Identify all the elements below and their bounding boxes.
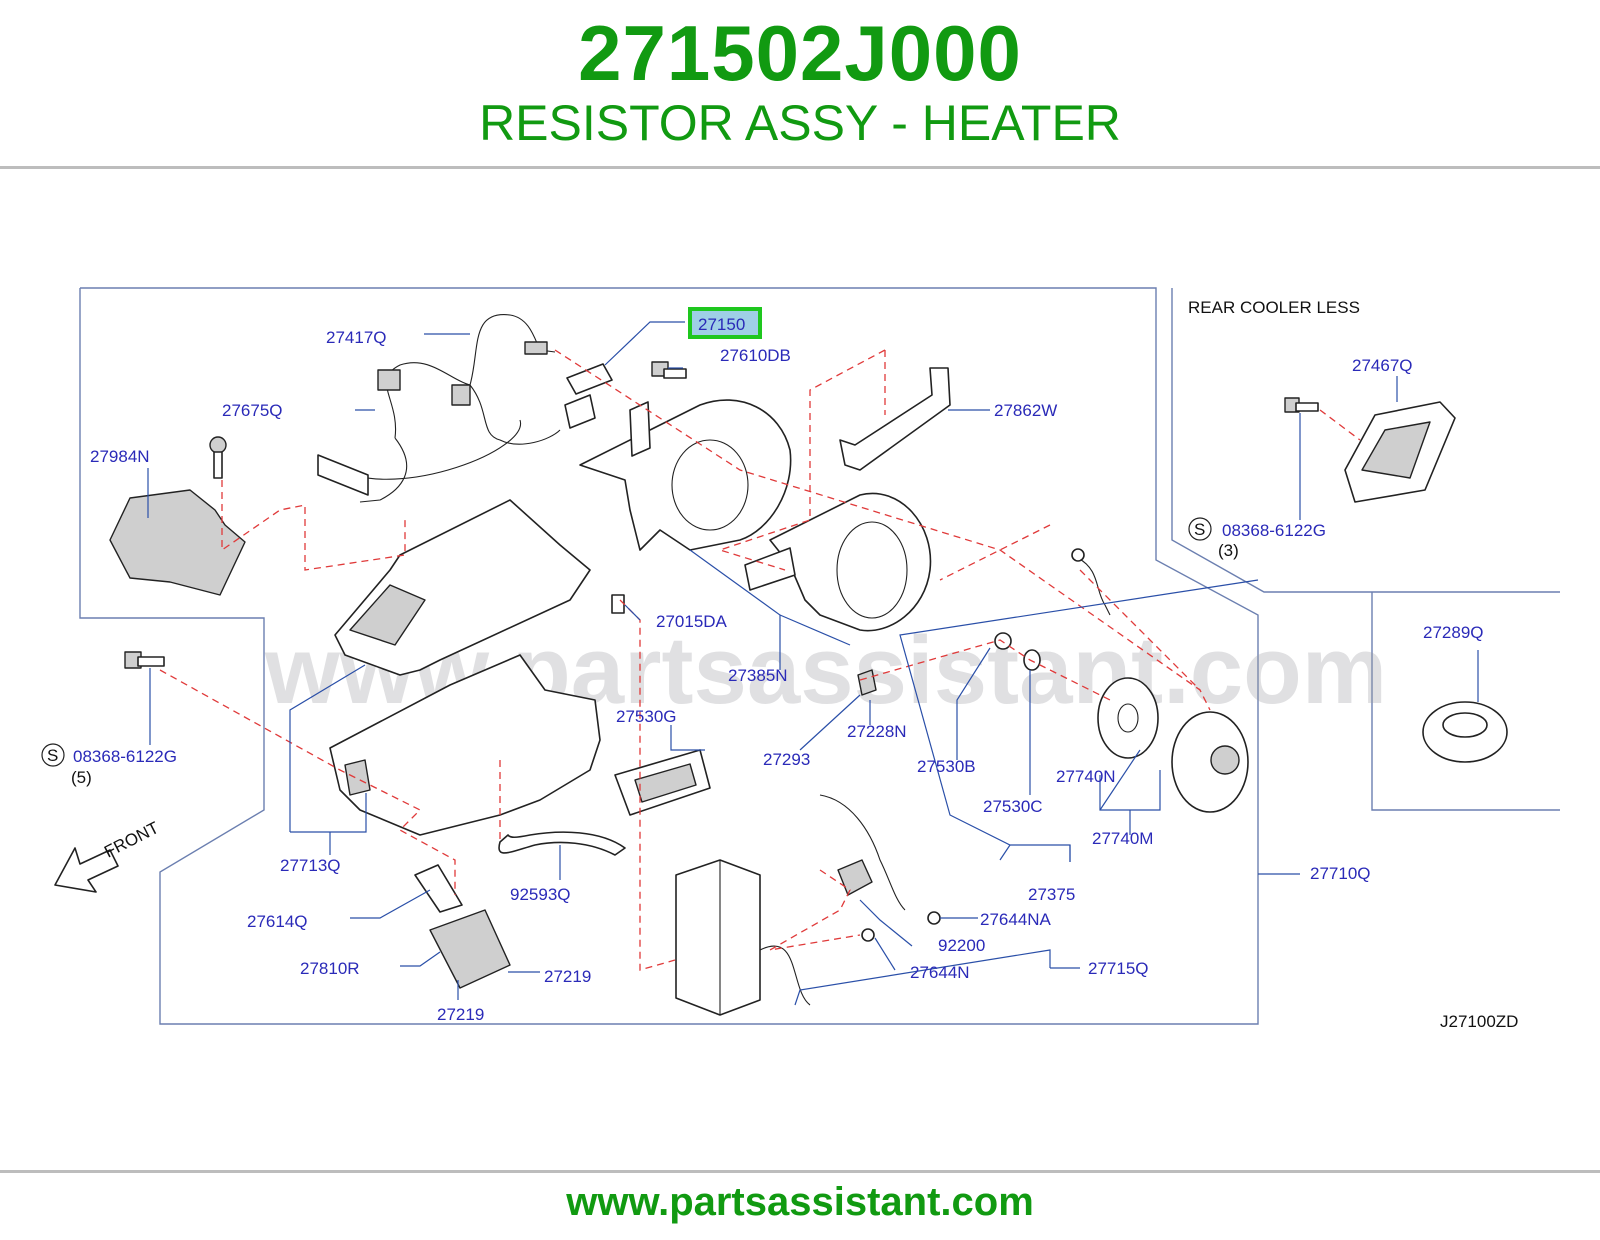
washer-27530c-drawing <box>1023 649 1041 671</box>
rear-cooler-less-box <box>1171 288 1560 593</box>
blower-lower-case <box>769 492 932 632</box>
bracket-27862w-drawing <box>839 367 951 471</box>
blower-lower-case-opening <box>836 521 908 619</box>
hose-92593q-drawing <box>498 831 626 856</box>
grommet-box <box>1371 592 1560 811</box>
blower-bracket <box>629 401 651 457</box>
valve-92200-drawing <box>837 859 873 896</box>
label-27375[interactable]: 27375 <box>1028 885 1075 904</box>
label-27644n[interactable]: 27644N <box>910 963 970 982</box>
diagram-code: J27100ZD <box>1440 1012 1518 1031</box>
nut-27530b-drawing <box>994 632 1012 650</box>
parts-diagram: www.partsassistant.com <box>0 270 1600 1070</box>
harness-connector-3 <box>377 369 401 391</box>
label-27219-a[interactable]: 27219 <box>544 967 591 986</box>
plate-27614q-drawing <box>414 864 463 913</box>
label-27810r[interactable]: 27810R <box>300 959 360 978</box>
resistor-27150-drawing <box>566 363 613 395</box>
blower-fan-hub <box>1117 703 1139 733</box>
qty-08368-6122g-b: (3) <box>1218 541 1239 560</box>
label-27715q[interactable]: 27715Q <box>1088 959 1149 978</box>
label-27530c[interactable]: 27530C <box>983 797 1043 816</box>
label-08368-6122g-a: 08368-6122G <box>73 747 177 766</box>
screw-27984n-drawing <box>209 436 227 479</box>
heater-core-pipe <box>759 794 906 1006</box>
screw-symbol: S <box>47 746 58 765</box>
label-27150[interactable]: 27150 <box>698 315 745 334</box>
front-arrow-icon <box>54 847 119 893</box>
header-divider <box>0 166 1600 169</box>
label-27740m[interactable]: 27740M <box>1092 829 1153 848</box>
label-27228n[interactable]: 27228N <box>847 722 907 741</box>
heater-unit-mount-tab <box>344 759 371 796</box>
footer-website-link[interactable]: www.partsassistant.com <box>566 1180 1034 1224</box>
label-27385n[interactable]: 27385N <box>728 666 788 685</box>
label-27675q[interactable]: 27675Q <box>222 401 283 420</box>
front-direction-label: FRONT <box>101 818 162 862</box>
o-ring-27644na-drawing <box>927 911 941 925</box>
screw-27610db-drawing <box>651 361 687 379</box>
harness-connector-block <box>317 454 369 496</box>
screw-rear-drawing <box>1284 397 1319 413</box>
blower-upper-case <box>579 399 792 551</box>
parts-diagram-svg: www.partsassistant.com <box>41 287 1560 1031</box>
motor-harness-connector <box>1071 548 1085 562</box>
qty-08368-6122g-a: (5) <box>71 768 92 787</box>
label-27713q[interactable]: 27713Q <box>280 856 341 875</box>
o-ring-27644n-drawing <box>861 928 875 942</box>
clip-27015da-drawing <box>611 594 625 614</box>
heater-unit-lower-case <box>329 654 601 836</box>
grommet-27289q-hole <box>1442 712 1488 738</box>
screw-symbol-rear: S <box>1194 520 1205 539</box>
label-27530b[interactable]: 27530B <box>917 757 976 776</box>
label-27417q[interactable]: 27417Q <box>326 328 387 347</box>
assembly-outline <box>79 287 1259 1025</box>
blower-fan-27740n-drawing <box>1097 677 1159 759</box>
label-27984n[interactable]: 27984N <box>90 447 150 466</box>
label-27467q[interactable]: 27467Q <box>1352 356 1413 375</box>
label-27644na[interactable]: 27644NA <box>980 910 1052 929</box>
label-27015da[interactable]: 27015DA <box>656 612 728 631</box>
label-27293[interactable]: 27293 <box>763 750 810 769</box>
part-27293-drawing <box>857 669 877 696</box>
label-27710q[interactable]: 27710Q <box>1310 864 1371 883</box>
actuator-27810r-drawing <box>429 909 511 989</box>
harness-connector-1 <box>524 341 548 355</box>
harness-connector-2 <box>451 384 471 406</box>
label-08368-6122g-rear[interactable]: S 08368-6122G (3) <box>1188 517 1326 560</box>
label-08368-6122g-front[interactable]: S 08368-6122G (5) <box>41 743 177 787</box>
footer-divider <box>0 1170 1600 1173</box>
motor-harness-drawing <box>1077 557 1111 616</box>
blower-upper-case-opening <box>671 439 749 531</box>
leader-lines <box>147 321 1479 1006</box>
seal-27530g-inner <box>634 763 697 803</box>
label-92200[interactable]: 92200 <box>938 936 985 955</box>
highlighted-part-box <box>688 307 762 339</box>
blower-motor-core <box>1210 745 1240 775</box>
screw-front-drawing <box>124 651 165 669</box>
part-number-title: 271502J000 <box>578 9 1022 97</box>
label-08368-6122g-b: 08368-6122G <box>1222 521 1326 540</box>
label-92593q[interactable]: 92593Q <box>510 885 571 904</box>
blower-motor-27740m-drawing <box>1171 711 1249 813</box>
part-description-title: RESISTOR ASSY - HEATER <box>479 95 1121 151</box>
label-27289q[interactable]: 27289Q <box>1423 623 1484 642</box>
duct-27984n-drawing <box>109 489 246 596</box>
rear-cooler-less-label: REAR COOLER LESS <box>1188 298 1360 317</box>
label-27530g[interactable]: 27530G <box>616 707 677 726</box>
label-27614q[interactable]: 27614Q <box>247 912 308 931</box>
page-header: 271502J000 RESISTOR ASSY - HEATER <box>0 0 1600 168</box>
label-27610db[interactable]: 27610DB <box>720 346 791 365</box>
part-27467q-inner <box>1361 421 1431 479</box>
heater-unit-inlet <box>349 584 426 646</box>
heater-core-27715q-drawing <box>675 859 761 1016</box>
blower-lower-tab <box>744 547 796 591</box>
label-27219-b[interactable]: 27219 <box>437 1005 484 1024</box>
harness-connector-4 <box>564 394 596 429</box>
label-27862w[interactable]: 27862W <box>994 401 1057 420</box>
label-27740n[interactable]: 27740N <box>1056 767 1116 786</box>
